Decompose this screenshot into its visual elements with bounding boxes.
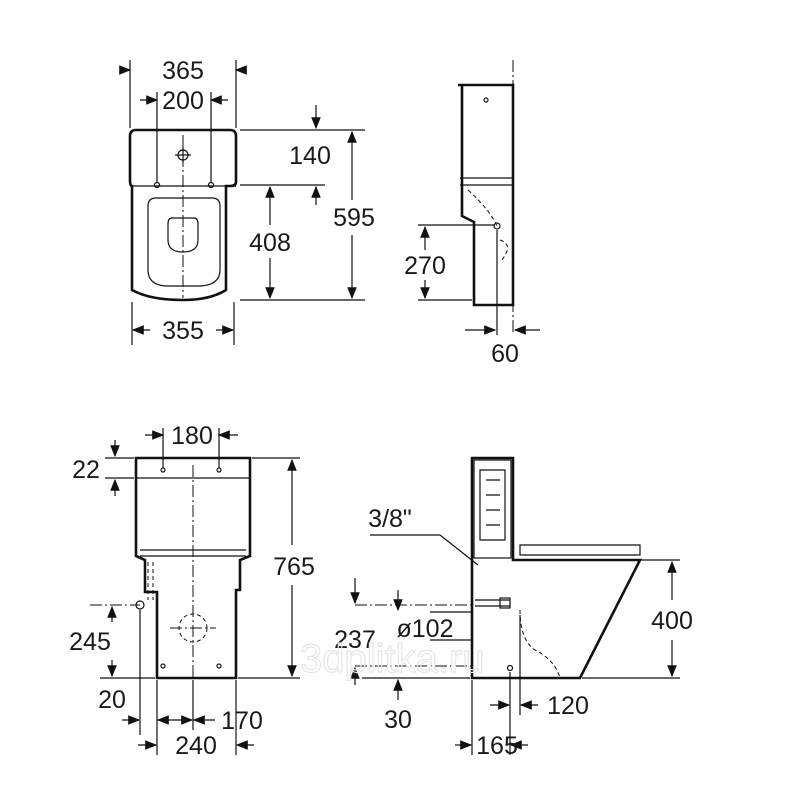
top-view: 365 200 140 595 408 355	[119, 57, 375, 345]
dim-60: 60	[491, 340, 519, 368]
dim-120: 120	[547, 692, 589, 720]
dim-3-8-inch: 3/8"	[368, 505, 412, 533]
dim-365: 365	[162, 57, 204, 85]
dim-140: 140	[289, 142, 331, 170]
dim-355: 355	[162, 317, 204, 345]
dim-165: 165	[476, 732, 518, 760]
dim-237: 237	[334, 626, 376, 654]
side-view: 3/8" ø102 237 30 400 120 165	[334, 456, 693, 760]
dim-595: 595	[333, 204, 375, 232]
dim-400: 400	[651, 607, 693, 635]
watermark: 3dplitka.ru	[300, 637, 485, 681]
dim-270: 270	[404, 252, 446, 280]
dim-240: 240	[175, 732, 217, 760]
front-view: 180 22 765 245 20 170 240	[69, 422, 315, 760]
dim-408: 408	[249, 229, 291, 257]
dim-765: 765	[273, 553, 315, 581]
dim-180: 180	[171, 422, 213, 450]
dim-20: 20	[98, 686, 126, 714]
dim-245: 245	[69, 628, 111, 656]
dim-ø102: ø102	[397, 615, 454, 643]
dim-22: 22	[72, 456, 100, 484]
side-view-small: 270 60	[404, 60, 540, 368]
dim-170: 170	[221, 707, 263, 735]
dim-200: 200	[162, 87, 204, 115]
dim-30: 30	[384, 706, 412, 734]
